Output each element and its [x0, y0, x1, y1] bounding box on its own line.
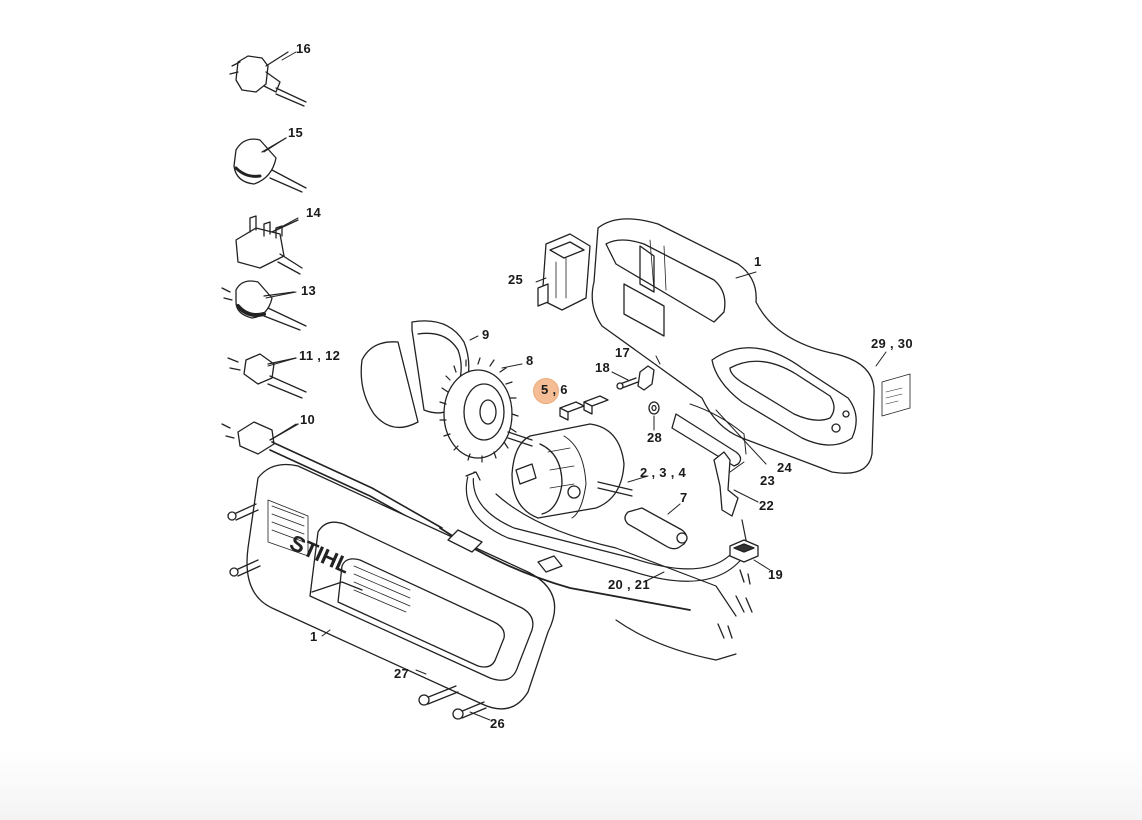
callout-9[interactable]: 9: [482, 327, 490, 342]
leader-lines: [263, 51, 887, 721]
callout-8[interactable]: 8: [526, 353, 534, 368]
carbon-brushes-5-6: [559, 395, 609, 421]
plug-15: [233, 137, 307, 193]
callout-2-3-4[interactable]: 2 , 3 , 4: [640, 465, 687, 480]
callout-11-12[interactable]: 11 , 12: [299, 348, 341, 363]
plug-13: [221, 280, 307, 331]
wiring-20-21: [465, 471, 749, 661]
housing-half-right: [591, 218, 875, 474]
callout-24[interactable]: 24: [777, 460, 793, 475]
callout-5-6[interactable]: 5 , 6: [541, 382, 568, 397]
shaft-7: [624, 507, 688, 550]
highlight-marker: [533, 378, 559, 404]
callout-1-top[interactable]: 1: [754, 254, 762, 269]
label-29-30: [881, 373, 911, 417]
nut-28: [648, 401, 660, 415]
trigger-22: [713, 451, 739, 517]
screws-left: [227, 503, 261, 577]
callout-13[interactable]: 13: [301, 283, 317, 298]
cover-25: [537, 233, 591, 311]
plug-11-12: [227, 353, 307, 399]
plug-10: [221, 421, 443, 537]
callout-17[interactable]: 17: [615, 345, 631, 360]
clip-17: [637, 365, 655, 391]
screw-27: [418, 685, 459, 706]
cable: [439, 527, 691, 611]
callout-29-30[interactable]: 29 , 30: [871, 336, 913, 351]
fan-8: [439, 357, 519, 463]
housing-half-left: [246, 463, 556, 710]
callout-16[interactable]: 16: [296, 41, 312, 56]
callout-14[interactable]: 14: [306, 205, 322, 220]
callout-28[interactable]: 28: [647, 430, 663, 445]
callout-27[interactable]: 27: [394, 666, 410, 681]
plug-14: [235, 215, 303, 275]
footer-fade: [0, 750, 1142, 820]
screw-26: [452, 701, 487, 720]
callout-19[interactable]: 19: [768, 567, 784, 582]
motor-2-3-4: [507, 423, 633, 519]
screw-18: [616, 377, 639, 390]
callout-25[interactable]: 25: [508, 272, 524, 287]
callout-7[interactable]: 7: [680, 490, 688, 505]
callout-22[interactable]: 22: [759, 498, 775, 513]
callout-20-21[interactable]: 20 , 21: [608, 577, 650, 592]
switch-19: [717, 539, 759, 639]
callout-1-bottom[interactable]: 1: [310, 629, 318, 644]
callout-15[interactable]: 15: [288, 125, 304, 140]
plug-16: [229, 51, 307, 107]
callout-10[interactable]: 10: [300, 412, 316, 427]
callout-23[interactable]: 23: [760, 473, 776, 488]
callout-18[interactable]: 18: [595, 360, 611, 375]
callout-26[interactable]: 26: [490, 716, 506, 731]
